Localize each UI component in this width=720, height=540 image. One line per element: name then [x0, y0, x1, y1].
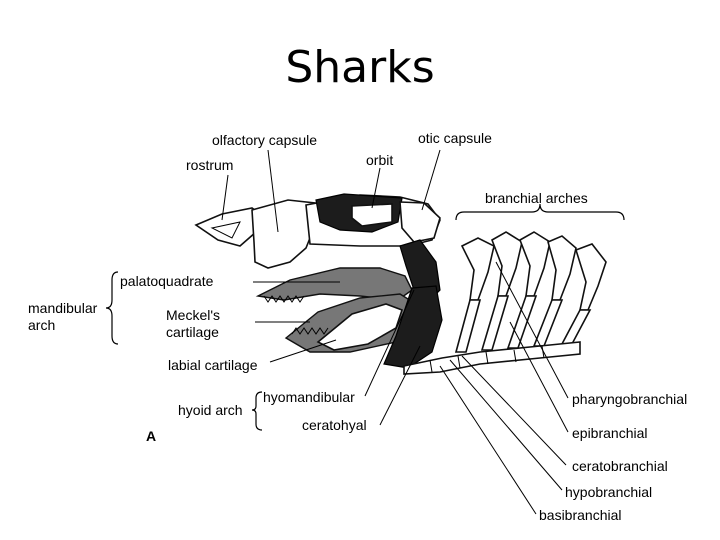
olfactory-capsule-shape: [251, 199, 316, 269]
branchial-arches: [403, 231, 607, 375]
branchial-arch-4: [532, 235, 577, 347]
chondrocranium: [194, 193, 441, 269]
label-ceratohyal: ceratohyal: [302, 417, 367, 433]
label-meckels-1: Meckel's: [166, 307, 220, 323]
label-mandibular-arch-2: arch: [28, 317, 55, 333]
label-hypobranchial: hypobranchial: [565, 484, 652, 500]
labial-cartilage-shape: [316, 303, 404, 351]
label-olfactory-capsule: olfactory capsule: [212, 132, 317, 148]
label-epibranchial: epibranchial: [572, 425, 648, 441]
branchial-arches-brace: [455, 203, 625, 221]
branchial-arch-1: [454, 237, 495, 353]
hyoid-arch: [383, 239, 443, 369]
label-pharyngobranchial: pharyngobranchial: [572, 391, 687, 407]
label-hyoid-arch: hyoid arch: [178, 402, 243, 418]
label-otic-capsule: otic capsule: [418, 130, 492, 146]
hyoid-arch-brace: [251, 391, 263, 431]
label-mandibular-arch-1: mandibular: [28, 300, 98, 316]
label-palatoquadrate: palatoquadrate: [120, 273, 214, 289]
label-orbit: orbit: [366, 152, 393, 168]
label-meckels-2: cartilage: [166, 324, 219, 340]
panel-letter: A: [146, 428, 156, 444]
mandibular-arch: [255, 267, 417, 353]
slide-title: Sharks: [285, 42, 435, 93]
label-labial-cartilage: labial cartilage: [168, 357, 258, 373]
ceratohyal-shape: [383, 285, 443, 369]
label-rostrum: rostrum: [186, 157, 233, 173]
label-hyomandibular: hyomandibular: [263, 389, 355, 405]
basibranchial-shape: [403, 341, 581, 375]
label-basibranchial: basibranchial: [539, 507, 622, 523]
label-branchial-arches: branchial arches: [485, 190, 588, 206]
leader-lines: [221, 149, 569, 515]
mandibular-arch-brace: [105, 271, 119, 345]
label-ceratobranchial: ceratobranchial: [572, 458, 668, 474]
